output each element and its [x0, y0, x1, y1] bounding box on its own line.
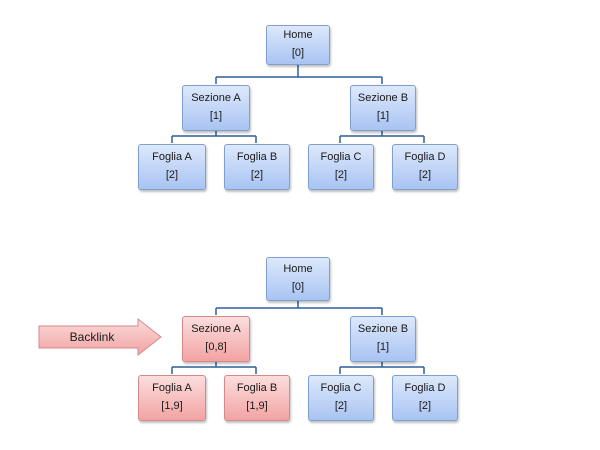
node-label: Foglia A	[152, 151, 192, 164]
node-t-sezione-a: Sezione A [1]	[182, 85, 250, 131]
backlink-arrow	[38, 318, 162, 356]
node-value: [0]	[291, 281, 305, 293]
node-label: Foglia A	[152, 382, 192, 395]
node-value: [2]	[418, 169, 432, 181]
node-b-home: Home [0]	[266, 257, 330, 301]
node-b-foglia-a: Foglia A [1,9]	[138, 375, 206, 421]
node-label: Sezione B	[357, 323, 409, 336]
node-t-home: Home [0]	[266, 25, 330, 65]
node-label: Sezione A	[191, 323, 241, 336]
node-label: Sezione A	[191, 92, 241, 105]
node-label: Foglia D	[404, 382, 446, 395]
node-value: [2]	[165, 169, 179, 181]
node-value: [1]	[376, 110, 390, 122]
node-t-foglia-a: Foglia A [2]	[138, 144, 206, 190]
node-label: Foglia C	[320, 382, 362, 395]
node-value: [1,9]	[246, 400, 268, 412]
node-value: [0]	[291, 47, 305, 59]
backlink-label: Backlink	[69, 330, 115, 344]
node-t-foglia-b: Foglia B [2]	[224, 144, 290, 190]
node-value: [2]	[250, 169, 264, 181]
node-value: [1,9]	[161, 400, 183, 412]
node-b-foglia-c: Foglia C [2]	[308, 375, 374, 421]
node-t-foglia-c: Foglia C [2]	[308, 144, 374, 190]
node-label: Foglia B	[236, 382, 278, 395]
node-t-sezione-b: Sezione B [1]	[350, 85, 416, 131]
node-label: Sezione B	[357, 92, 409, 105]
node-t-foglia-d: Foglia D [2]	[392, 144, 458, 190]
node-label: Home	[283, 29, 313, 42]
node-value: [0,8]	[205, 341, 227, 353]
node-label: Foglia C	[320, 151, 362, 164]
node-value: [2]	[334, 400, 348, 412]
node-label: Home	[283, 263, 313, 276]
node-value: [2]	[334, 169, 348, 181]
node-value: [2]	[418, 400, 432, 412]
node-label: Foglia D	[404, 151, 446, 164]
node-b-sezione-a: Sezione A [0,8]	[182, 316, 250, 362]
node-b-foglia-d: Foglia D [2]	[392, 375, 458, 421]
node-label: Foglia B	[236, 151, 278, 164]
node-value: [1]	[209, 110, 223, 122]
node-b-foglia-b: Foglia B [1,9]	[224, 375, 290, 421]
node-b-sezione-b: Sezione B [1]	[350, 316, 416, 362]
node-value: [1]	[376, 341, 390, 353]
